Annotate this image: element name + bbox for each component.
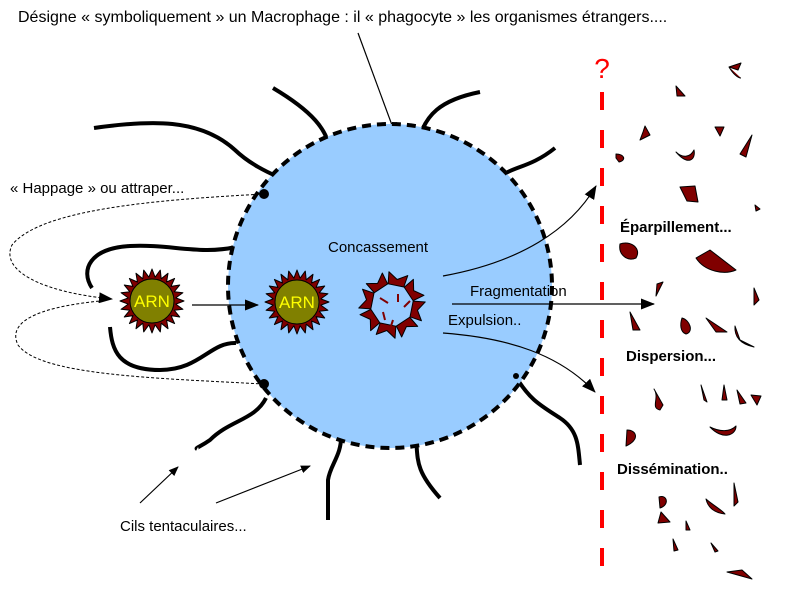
fragment: [653, 388, 664, 411]
arn-core: [274, 279, 320, 325]
crushed-debris: [379, 297, 389, 304]
crushed-debris: [403, 300, 411, 308]
crushed-spike: [358, 288, 375, 310]
arn-label-outside: ARN: [134, 292, 170, 311]
fragment: [750, 394, 762, 406]
title-text: Désigne « symboliquement » un Macrophage…: [18, 9, 667, 26]
happage-label: « Happage » ou attraper...: [10, 180, 184, 197]
fragment: [714, 126, 725, 137]
macrophage-cell: [226, 122, 554, 450]
expulsion-arrow: [442, 332, 596, 393]
capture-path-lower: [15, 300, 265, 385]
crushed-virus: [358, 271, 426, 339]
fragment: [726, 569, 753, 580]
tentacle: [85, 243, 237, 290]
fragment: [680, 317, 691, 335]
fragment: [619, 242, 638, 260]
fragment: [739, 134, 753, 158]
fragment: [705, 498, 726, 515]
fragment: [655, 281, 664, 297]
question-mark: ?: [594, 53, 610, 84]
fragment: [736, 389, 747, 405]
cils-pointer-arrow: [139, 466, 179, 504]
capture-path-upper: [9, 193, 265, 304]
fragment: [657, 511, 671, 524]
dissemination-label: Dissémination..: [617, 461, 728, 478]
arn-virus-outside: ARN: [119, 268, 185, 334]
tentacle: [414, 437, 442, 500]
eparpillement-arrow: [442, 185, 597, 277]
fragmentation-label: Fragmentation: [470, 283, 567, 300]
crushed-spike: [387, 271, 409, 288]
tentacle: [514, 375, 582, 466]
dispersion-label: Dispersion...: [626, 348, 716, 365]
fragment: [658, 495, 667, 509]
expulsion-label: Expulsion..: [448, 312, 521, 329]
eparpillement-label: Éparpillement...: [620, 219, 732, 236]
fragment: [728, 62, 742, 79]
fragment: [625, 429, 636, 447]
fragment: [734, 325, 755, 348]
fragment: [639, 125, 651, 141]
arn-virus-inside: ARN: [264, 269, 330, 335]
fragment: [685, 520, 691, 531]
fragment: [710, 542, 719, 553]
fragment: [753, 287, 760, 306]
fragment: [615, 153, 625, 163]
fragment: [679, 185, 699, 203]
concassement-label: Concassement: [328, 239, 429, 256]
fragment: [672, 538, 679, 552]
crushed-debris: [390, 319, 394, 327]
arn-label-inside: ARN: [279, 293, 315, 312]
fragment: [733, 482, 739, 507]
tentacle: [108, 326, 237, 373]
cils-pointer-arrow: [215, 465, 311, 504]
fragment: [629, 311, 641, 331]
fragment: [675, 149, 695, 161]
crushed-spike: [375, 322, 397, 339]
crushed-spike: [403, 278, 425, 302]
fragment: [754, 204, 761, 212]
fragment: [721, 384, 728, 401]
tentacle: [326, 434, 344, 520]
fragment: [675, 85, 686, 97]
crushed-debris: [382, 311, 386, 321]
crushed-spike: [365, 272, 389, 294]
fragment: [695, 249, 737, 273]
crushed-spike: [395, 316, 419, 338]
title-pointer-arrow: [357, 32, 397, 137]
fragments: [615, 62, 762, 580]
crushed-spike: [359, 308, 381, 332]
tentacle: [93, 121, 286, 187]
fragment: [709, 425, 737, 436]
cils-label: Cils tentaculaires...: [120, 518, 247, 535]
tentacle: [194, 396, 268, 451]
crushed-spike: [409, 300, 426, 322]
fragment: [705, 317, 728, 333]
fragment: [700, 384, 708, 403]
attachment-dot: [513, 373, 519, 379]
arn-core: [129, 278, 175, 324]
